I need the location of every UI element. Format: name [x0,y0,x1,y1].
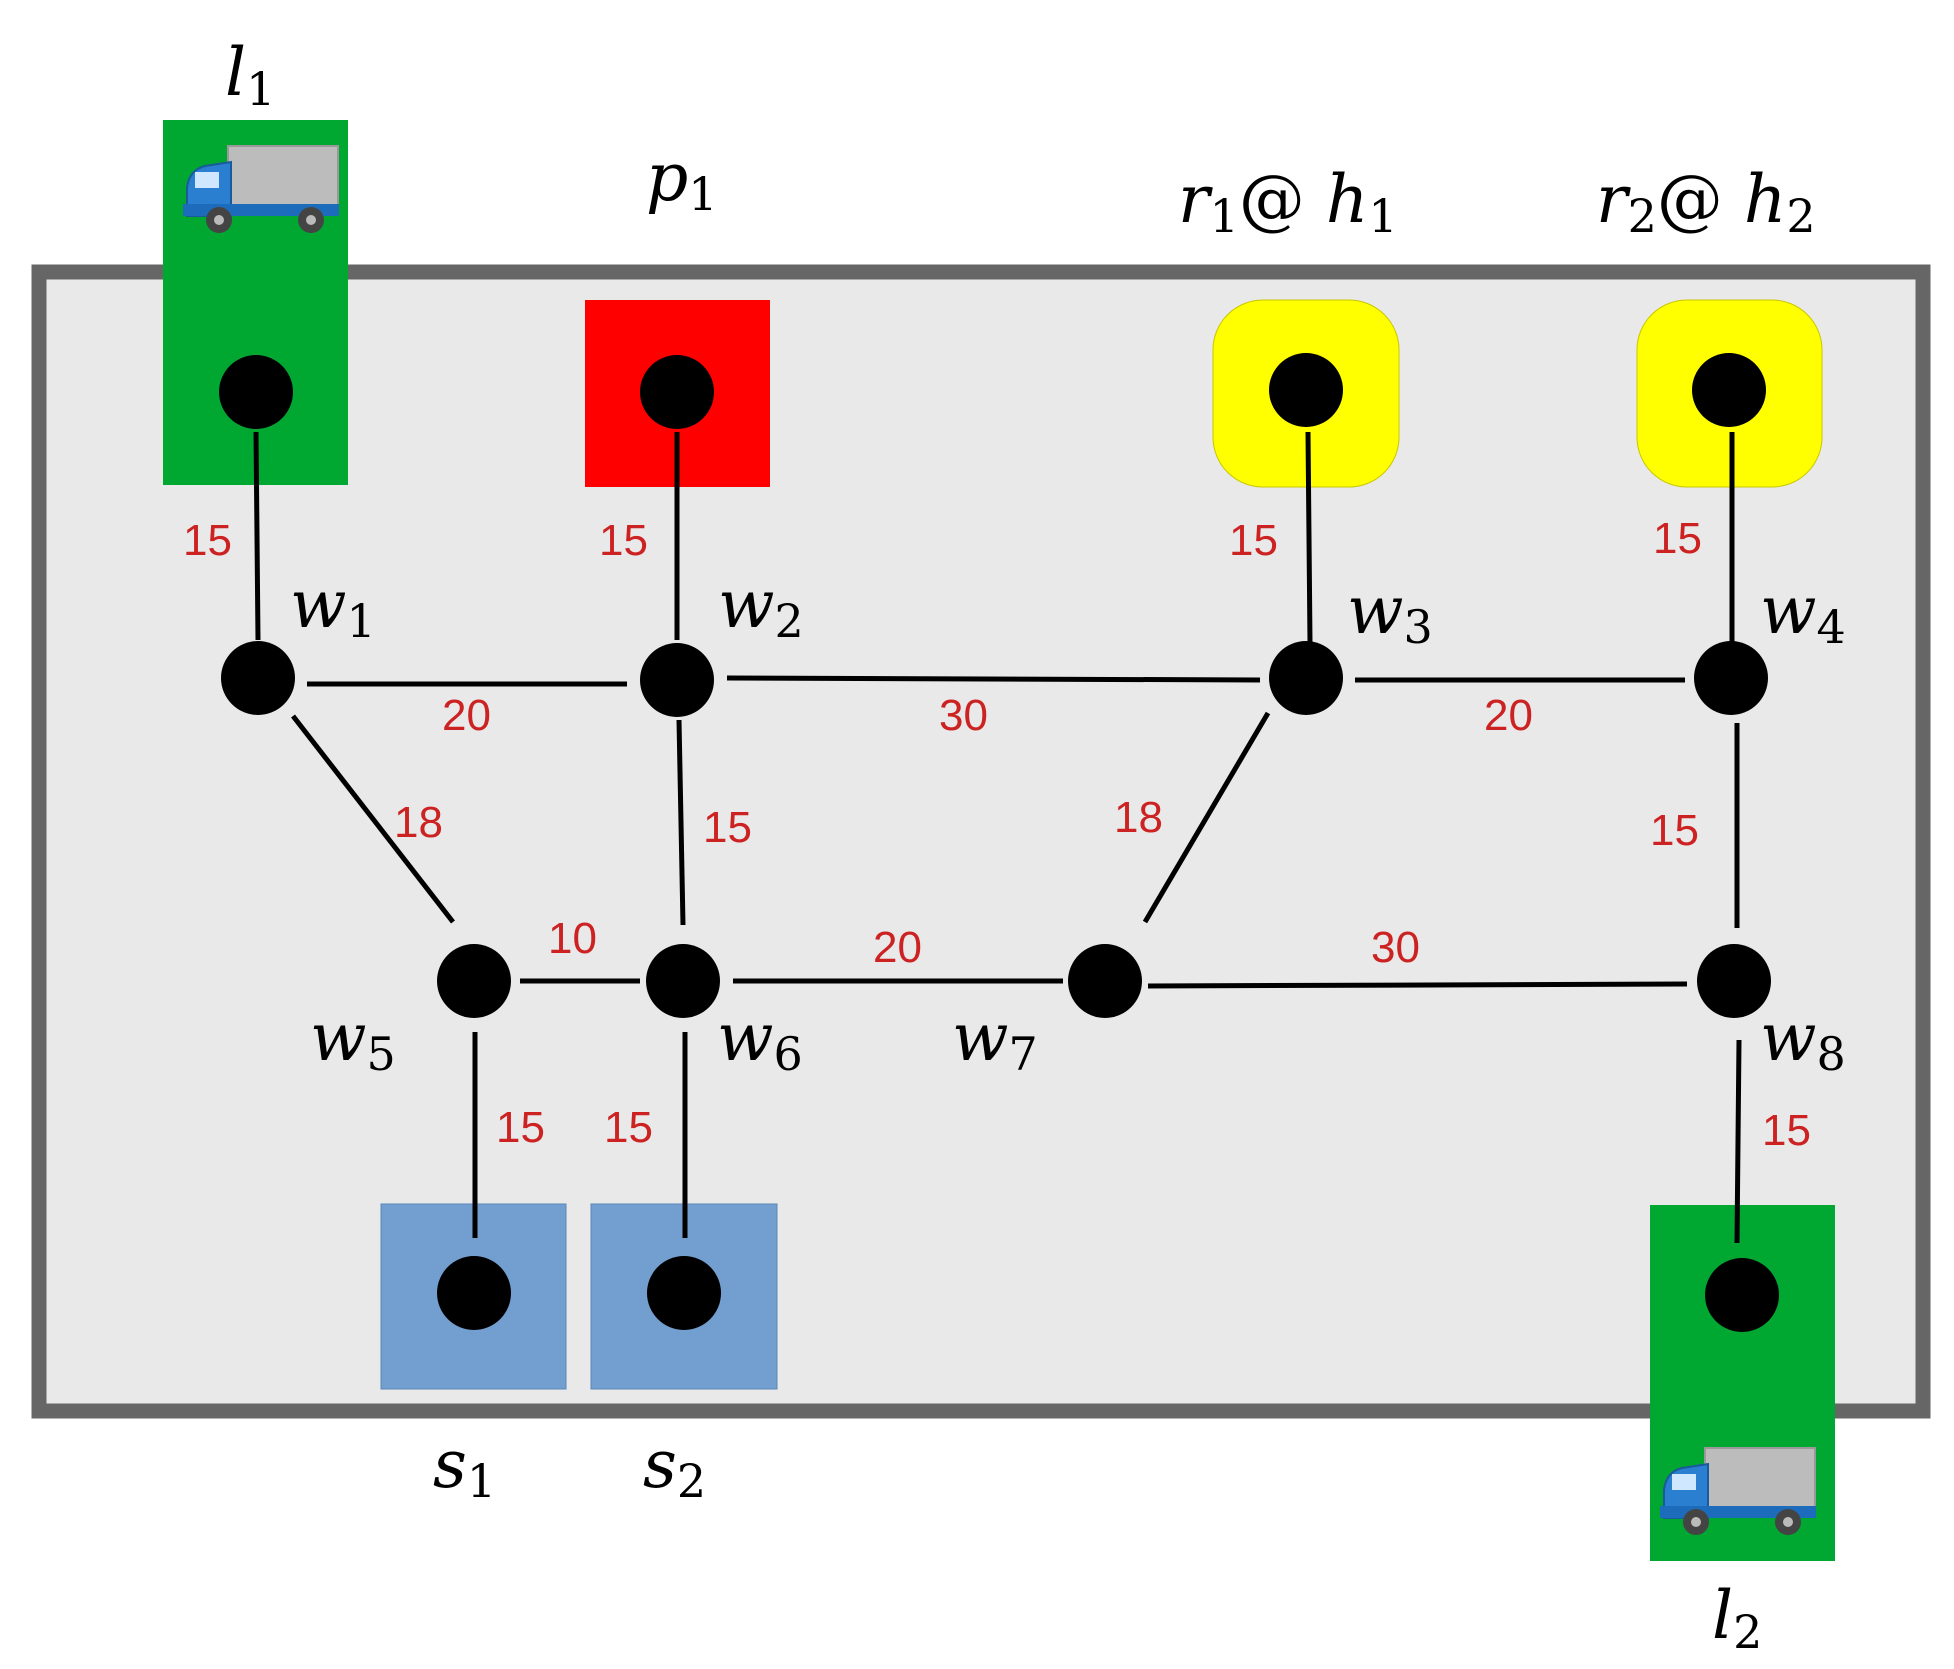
edge-weight: 15 [1762,1106,1811,1155]
node-w7 [1068,944,1142,1018]
label-w8: w8 [1760,999,1846,1081]
edge [1142,711,1271,924]
edge-weight: 10 [548,914,597,963]
label-w7: w7 [952,999,1038,1081]
node-s2 [647,1256,721,1330]
edge-weight: 15 [599,516,648,565]
edge-weight: 15 [1653,514,1702,563]
label-w5: w5 [310,999,396,1081]
node-p1 [640,355,714,429]
edge-weight: 15 [1650,806,1699,855]
edge-weight: 15 [1229,516,1278,565]
node-w3 [1269,641,1343,715]
node-w5 [437,944,511,1018]
node-h2 [1692,353,1766,427]
label-w1: w1 [290,566,376,648]
label-r2-at-h2: r2@ h2 [1596,161,1816,243]
label-s1: s1 [433,1426,496,1508]
edge [726,675,1261,683]
edge [291,714,455,924]
label-l1: l1 [225,34,275,116]
node-h1 [1269,353,1343,427]
node-w6 [646,944,720,1018]
label-w2: w2 [718,566,804,648]
label-r1-at-h1: r1@ h1 [1178,161,1398,243]
label-p1: p1 [646,139,718,221]
edge [676,719,686,926]
node-s1 [437,1256,511,1330]
edge-weight: 18 [1114,793,1163,842]
edge-weight: 15 [604,1103,653,1152]
edge-weight: 18 [394,798,443,847]
edge [1305,431,1313,644]
truck-icon [183,145,339,233]
map-frame [31,264,1931,1419]
edge-weight: 15 [183,516,232,565]
label-s2: s2 [643,1426,706,1508]
label-w6: w6 [717,999,803,1081]
edge [1147,981,1688,989]
node-l2 [1705,1258,1779,1332]
node-group [219,353,1779,1332]
edge-weight: 20 [1484,691,1533,740]
edge-weight: 30 [939,691,988,740]
edge-weight: 20 [442,691,491,740]
edge-weight: 15 [703,803,752,852]
node-w4 [1694,641,1768,715]
edge-weight: 30 [1371,923,1420,972]
edge [1734,1039,1742,1244]
edge [253,431,261,641]
label-l2: l2 [1712,1577,1762,1659]
label-w3: w3 [1347,572,1433,654]
label-w4: w4 [1760,572,1846,654]
edge-group [253,431,1742,1244]
node-w1 [221,641,295,715]
node-w2 [640,643,714,717]
node-l1 [219,355,293,429]
truck-icon [1660,1447,1816,1535]
edge-weight: 20 [873,923,922,972]
edge-weight: 15 [496,1103,545,1152]
node-w8 [1697,944,1771,1018]
